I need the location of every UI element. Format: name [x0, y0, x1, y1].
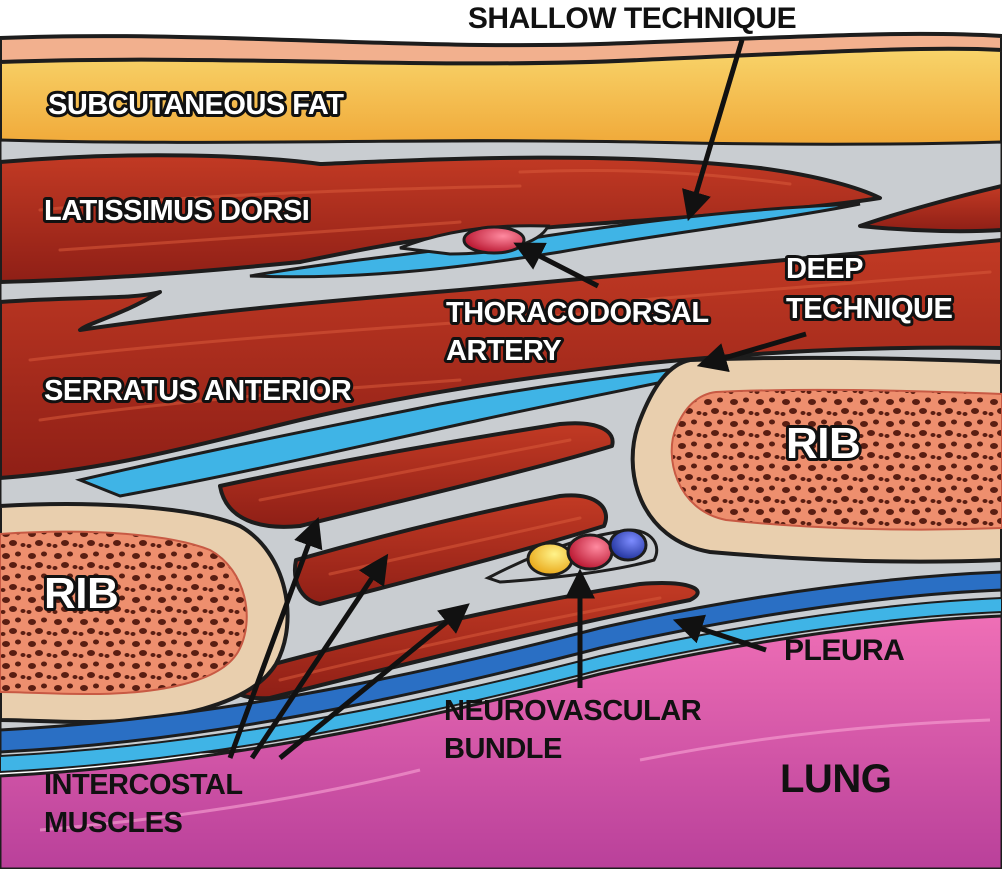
thoracodorsal-artery	[462, 225, 526, 255]
intercostal-artery	[566, 533, 614, 571]
lung-texture	[39, 768, 421, 832]
rib-right-label: RIB	[786, 419, 860, 468]
neurovascular-bundle-label-line1: NEUROVASCULAR	[444, 695, 702, 727]
intercostal-muscle-external	[218, 421, 615, 529]
lung-label: LUNG	[780, 757, 891, 801]
serratus-anterior-muscle	[0, 238, 1002, 480]
subcutaneous-fat-label: SUBCUTANEOUS FAT	[48, 89, 344, 121]
lat-fiber	[38, 184, 522, 212]
shallow-technique-label: SHALLOW TECHNIQUE	[468, 2, 796, 35]
intercostal-muscles-label-line2: MUSCLES	[44, 807, 182, 839]
intercostal-fiber	[258, 438, 572, 502]
rib-right-marrow	[670, 388, 1002, 531]
pleura-arrow	[672, 614, 767, 653]
serratus-fiber	[638, 270, 992, 302]
pleura-label: PLEURA	[784, 634, 904, 667]
latissimus-dorsi-right-slip	[858, 184, 1002, 234]
shallow-technique-arrow	[682, 39, 745, 222]
intercostal-arrow-innermost	[278, 603, 470, 760]
serratus-fiber	[28, 312, 582, 362]
intercostal-arrow-internal	[249, 553, 389, 760]
intercostal-fiber	[278, 596, 662, 682]
deep-technique-label-line2: TECHNIQUE	[786, 293, 952, 325]
deep-technique-label-line1: DEEP	[786, 253, 863, 285]
intercostal-nerve	[526, 541, 574, 577]
latissimus-dorsi-muscle	[0, 153, 882, 284]
deep-technique-arrow	[696, 331, 807, 373]
neurovascular-bundle-label-line2: BUNDLE	[444, 733, 562, 765]
latissimus-dorsi-label: LATISSIMUS DORSI	[44, 195, 309, 227]
lat-fiber	[518, 169, 792, 186]
rib-left-marrow	[0, 530, 248, 696]
pleura-inner	[0, 596, 1002, 774]
rib-left-label: RIB	[44, 569, 118, 618]
serratus-anterior-label: SERRATUS ANTERIOR	[44, 375, 352, 407]
intercostal-arrow-external	[227, 516, 323, 759]
intercostal-muscles-label-line1: INTERCOSTAL	[44, 769, 243, 801]
thoracodorsal-artery-label-line2: ARTERY	[446, 335, 561, 367]
intercostal-vein	[608, 528, 648, 562]
lung-texture	[639, 718, 991, 762]
lat-fiber	[58, 220, 462, 252]
thoracodorsal-artery-label-line1: THORACODORSAL	[446, 297, 709, 329]
serratus-fiber	[38, 378, 462, 422]
thoracodorsal-artery-arrow	[513, 242, 600, 289]
